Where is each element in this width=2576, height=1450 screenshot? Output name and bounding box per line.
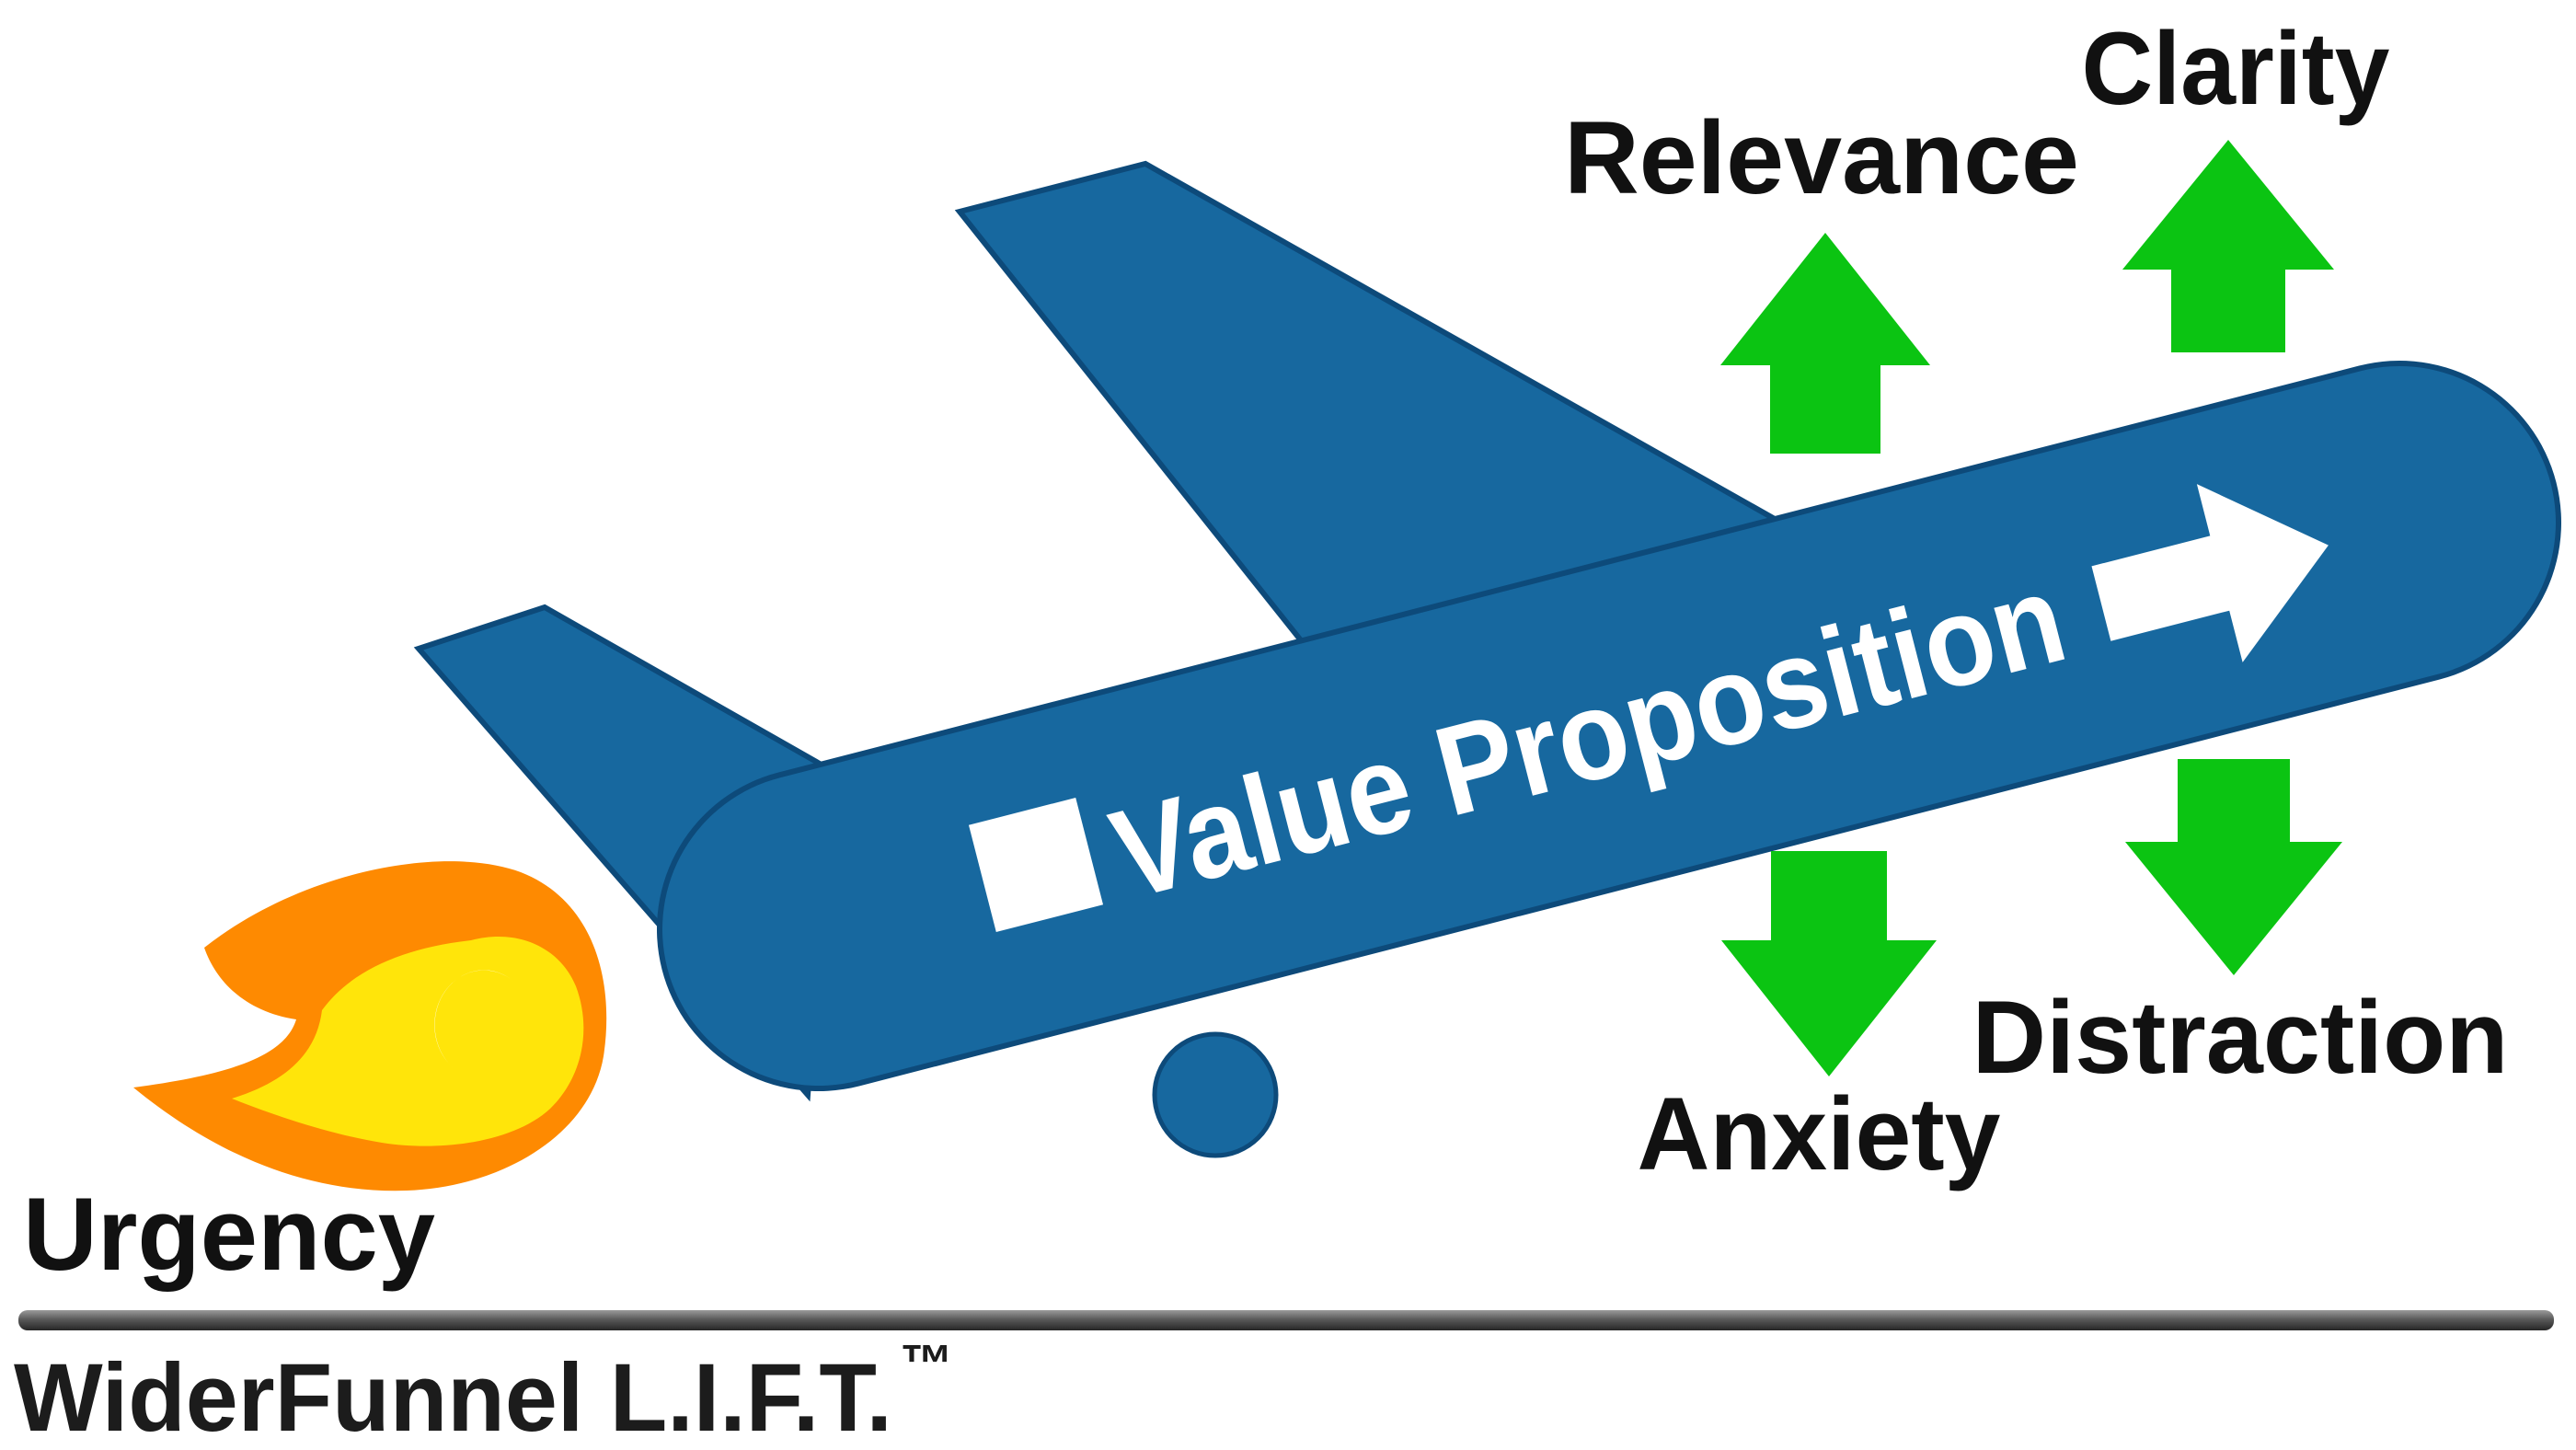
flame-icon bbox=[133, 861, 607, 1191]
anxiety-label: Anxiety bbox=[1638, 1076, 2001, 1191]
square-window-icon bbox=[968, 797, 1104, 933]
relevance-label: Relevance bbox=[1564, 100, 2079, 215]
distraction-down-arrow-icon bbox=[2125, 759, 2342, 975]
wheel-icon bbox=[1152, 1031, 1279, 1158]
brand-label: WiderFunnel L.I.F.T. bbox=[14, 1344, 892, 1450]
urgency-label: Urgency bbox=[23, 1177, 435, 1292]
divider-line bbox=[18, 1310, 2554, 1330]
clarity-label: Clarity bbox=[2082, 11, 2390, 126]
flame-inner bbox=[232, 936, 584, 1146]
relevance-up-arrow-icon bbox=[1720, 233, 1930, 454]
clarity-up-arrow-icon bbox=[2122, 140, 2334, 352]
airplane: Value Proposition bbox=[413, 160, 2561, 1158]
right-arrow-icon bbox=[2091, 484, 2329, 662]
trademark-label: ™ bbox=[900, 1334, 953, 1394]
distraction-label: Distraction bbox=[1972, 980, 2509, 1095]
anxiety-down-arrow-icon bbox=[1721, 851, 1937, 1076]
